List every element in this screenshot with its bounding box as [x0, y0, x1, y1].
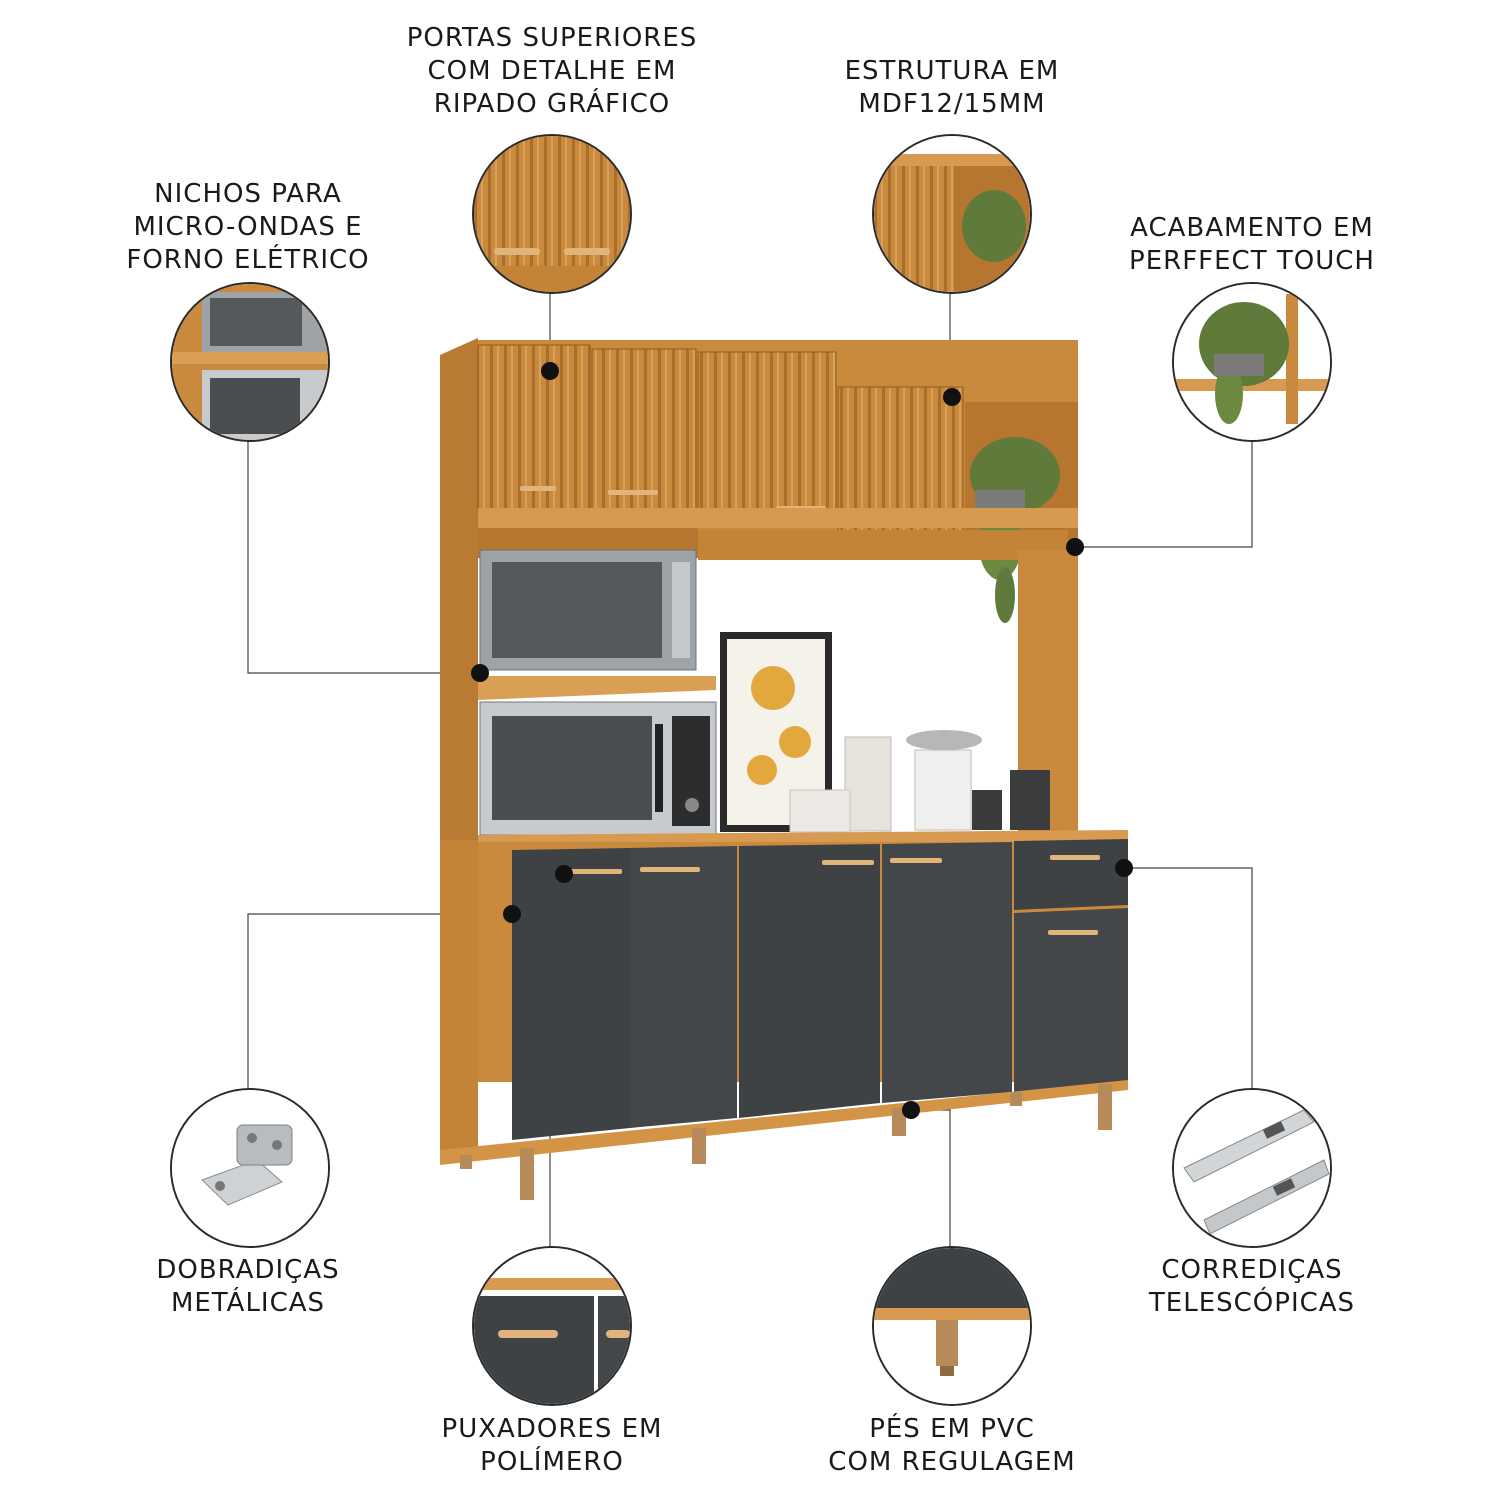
handle-icon	[472, 1246, 632, 1406]
lower-graphite-doors	[512, 839, 1128, 1140]
microwave-lower	[479, 701, 717, 836]
microwave-upper	[479, 549, 697, 671]
microwave-icon	[170, 282, 330, 442]
countertop-items	[789, 730, 1050, 833]
callout-dots	[471, 362, 1133, 1119]
plant-shelf-icon	[1172, 282, 1332, 442]
adjustable-foot-icon	[872, 1246, 1032, 1406]
drawer-slide-icon	[1172, 1088, 1332, 1248]
ribbed-door-icon	[472, 134, 632, 294]
hinge-icon	[170, 1088, 330, 1248]
adjustable-feet	[460, 1084, 1112, 1200]
cabinet-corner-icon	[872, 134, 1032, 294]
upper-ribbed-doors	[477, 344, 964, 534]
